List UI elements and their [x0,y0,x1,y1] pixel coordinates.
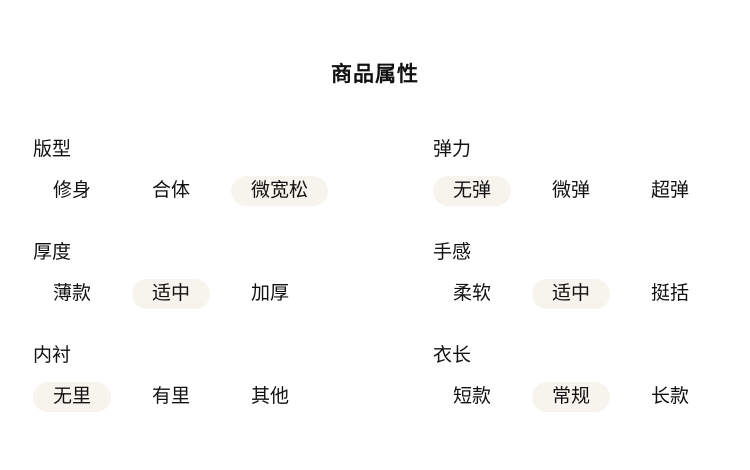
attribute-options-row: 无弹 微弹 超弹 [433,176,750,206]
attribute-group: 版型 修身 合体 微宽松 [33,140,433,206]
option-pill[interactable]: 挺括 [651,283,690,304]
option-pill[interactable]: 其他 [251,386,290,407]
attribute-options-row: 短款 常规 长款 [433,382,750,412]
attribute-options-row: 无里 有里 其他 [33,382,433,412]
attribute-options-row: 薄款 适中 加厚 [33,279,433,309]
option-pill[interactable]: 短款 [453,386,492,407]
option-pill[interactable]: 合体 [152,180,191,201]
attribute-group-label-1: 弹力 [433,139,472,160]
option-pill[interactable]: 薄款 [53,283,92,304]
attribute-group: 弹力 无弹 微弹 超弹 [433,140,750,206]
option-pill-selected[interactable]: 适中 [532,279,611,309]
attribute-group-label-2: 厚度 [33,242,72,263]
attribute-group: 内衬 无里 有里 其他 [33,346,433,412]
attribute-group-label-3: 手感 [433,242,472,263]
option-pill[interactable]: 有里 [152,386,191,407]
option-pill-selected[interactable]: 无弹 [433,176,512,206]
option-pill[interactable]: 加厚 [251,283,290,304]
attribute-group: 衣长 短款 常规 长款 [433,346,750,412]
attribute-group-label-4: 内衬 [33,345,72,366]
option-pill-selected[interactable]: 常规 [532,382,611,412]
option-pill-selected[interactable]: 微宽松 [231,176,329,206]
attribute-group-label-5: 衣长 [433,345,472,366]
option-pill[interactable]: 微弹 [552,180,591,201]
option-pill[interactable]: 超弹 [651,180,690,201]
attribute-group: 厚度 薄款 适中 加厚 [33,243,433,309]
attribute-options-row: 修身 合体 微宽松 [33,176,433,206]
attribute-group-label-0: 版型 [33,139,72,160]
attribute-groups-grid: 版型 修身 合体 微宽松 弹力 无弹 微弹 超弹 厚度 薄款 适中 加厚 手感 柔软 适中 挺括… [0,140,750,412]
option-pill[interactable]: 修身 [53,180,92,201]
page-title: 商品属性 [331,63,419,86]
option-pill-selected[interactable]: 适中 [132,279,211,309]
option-pill[interactable]: 柔软 [453,283,492,304]
attribute-options-row: 柔软 适中 挺括 [433,279,750,309]
attribute-group: 手感 柔软 适中 挺括 [433,243,750,309]
option-pill-selected[interactable]: 无里 [33,382,112,412]
option-pill[interactable]: 长款 [651,386,690,407]
